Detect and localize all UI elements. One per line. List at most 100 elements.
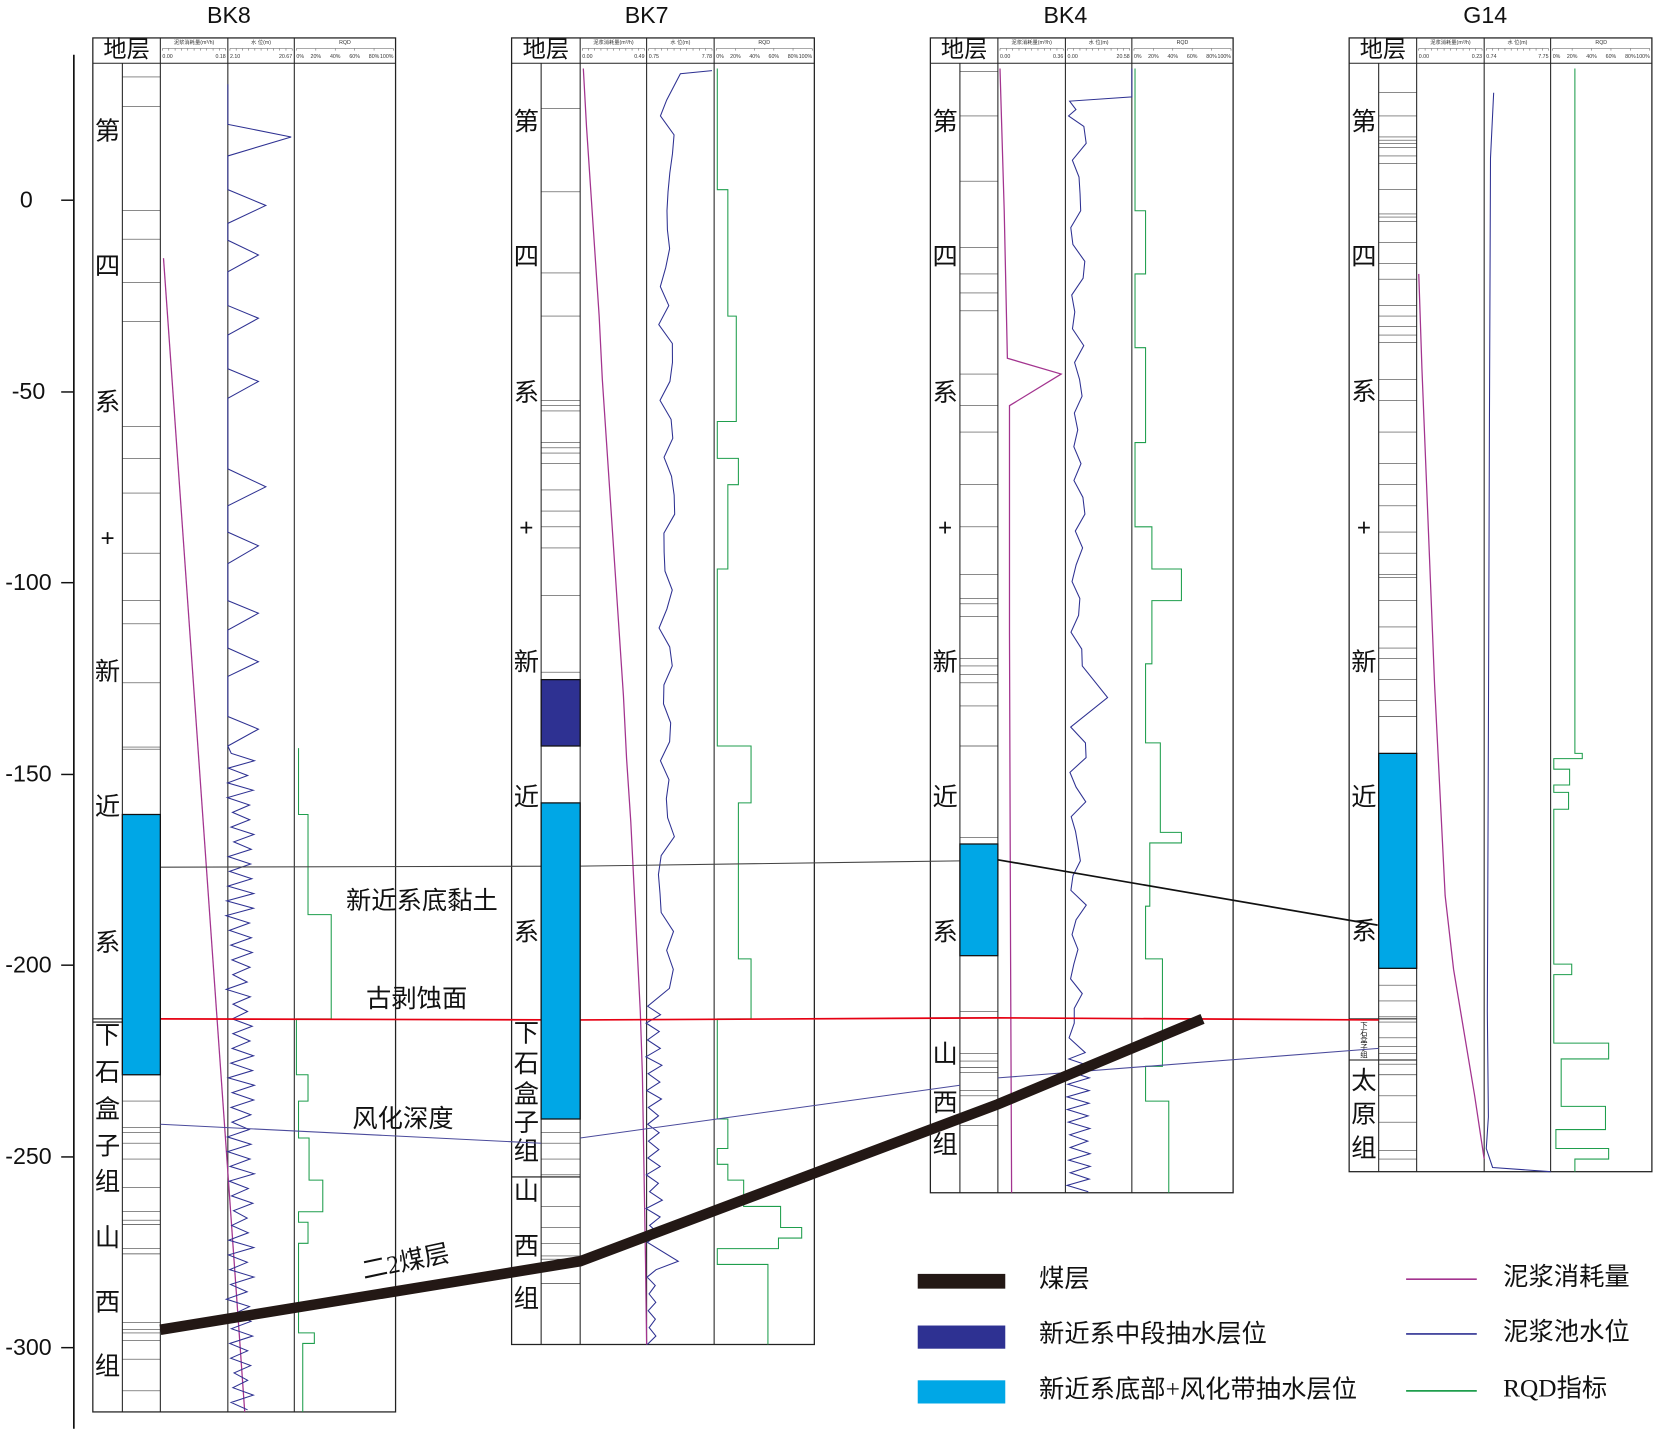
borehole-frame xyxy=(1348,37,1653,1173)
mud-pit-level-curve xyxy=(224,84,292,1411)
strata-char: 山 xyxy=(514,1178,539,1206)
depth-axis-tick-label: -100 xyxy=(5,569,51,595)
rqd-header-label: RQD xyxy=(1595,40,1607,46)
strata-char: 系 xyxy=(1351,378,1376,406)
strata-char: 新 xyxy=(1351,649,1376,677)
strata-char: 四 xyxy=(1351,243,1376,271)
strata-char: 下 xyxy=(1360,1021,1367,1030)
rqd-header-label: RQD xyxy=(1177,40,1189,46)
rqd-header-label: RQD xyxy=(758,40,770,46)
rqd-scale-tick-label: 20% xyxy=(730,54,741,60)
pumping-interval-bottom xyxy=(540,802,581,1120)
water-scale-tick-label: 2.10 xyxy=(230,54,240,60)
strata-char: 系 xyxy=(514,918,539,946)
rqd-curve xyxy=(1134,68,1182,1193)
neogene-base-clay-line xyxy=(997,858,1378,926)
depth-axis-tick-label: -300 xyxy=(5,1334,51,1360)
annotations: 新近系底黏土 古剥蚀面 风化深度 二2煤层 xyxy=(346,887,498,1285)
rqd-scale-tick-label: 100% xyxy=(380,54,394,60)
mud-scale-tick-label: 0.00 xyxy=(162,54,172,60)
rqd-scale-tick-label: 60% xyxy=(1606,54,1617,60)
strata-char: 西 xyxy=(932,1089,957,1117)
borehole-frame xyxy=(92,37,397,1413)
mud-scale-tick-label: 0.36 xyxy=(1053,54,1063,60)
rqd-scale-tick-label: 40% xyxy=(749,54,760,60)
mud-consumption-curve xyxy=(162,258,246,1412)
rqd-scale-tick-label: 80% xyxy=(1625,54,1636,60)
strata-char: 石 xyxy=(1360,1028,1367,1037)
strata-char: 第 xyxy=(932,108,957,136)
coal-seam-label: 二2煤层 xyxy=(359,1239,451,1285)
water-header-label: 水 位(m) xyxy=(251,38,271,46)
rqd-scale-tick-label: 100% xyxy=(799,54,813,60)
weathering-depth-line xyxy=(997,1047,1379,1079)
mud-scale-tick-label: 0.00 xyxy=(582,54,592,60)
mud-pit-level-curve xyxy=(644,70,713,1345)
rqd-curve xyxy=(716,68,803,1345)
strata-char: 近 xyxy=(1351,784,1376,812)
mud-pit-level-curve xyxy=(1485,92,1551,1173)
strata-char: 子 xyxy=(1360,1043,1367,1052)
rqd-curve xyxy=(295,748,332,1412)
legend: 煤层 新近系中段抽水层位 新近系底部+风化带抽水层位 泥浆消耗量 泥浆池水位 R… xyxy=(917,1263,1630,1404)
strata-char: 子 xyxy=(514,1109,539,1137)
paleo-erosion-surface-label: 古剥蚀面 xyxy=(366,985,467,1013)
strata-char: 盒 xyxy=(1360,1036,1368,1045)
mud-consumption-curve xyxy=(1418,273,1485,1160)
rqd-scale-tick-label: 100% xyxy=(1218,54,1232,60)
strata-char: 盒 xyxy=(95,1095,120,1123)
weathering-depth-line xyxy=(160,1123,542,1144)
legend-coal-label: 煤层 xyxy=(1039,1265,1090,1293)
legend-bottom-pumping-swatch xyxy=(917,1380,1006,1404)
strata-char: 山 xyxy=(95,1224,120,1252)
pumping-interval-bottom xyxy=(121,813,161,1076)
pumping-interval-bottom xyxy=(1378,752,1418,969)
coal-seam-line xyxy=(159,1014,1205,1335)
rqd-header-label: RQD xyxy=(339,40,351,46)
strata-char: 系 xyxy=(514,379,539,407)
rqd-scale-tick-label: 0% xyxy=(296,54,304,60)
water-header-label: 水 位(m) xyxy=(1507,38,1527,46)
paleo-erosion-surface-line xyxy=(160,1017,1379,1021)
strata-char: 新 xyxy=(95,658,120,686)
strata-char: 西 xyxy=(514,1232,539,1260)
mud-scale-tick-label: 0.18 xyxy=(215,54,225,60)
mud-header-label: 泥浆消耗量(m³/h) xyxy=(593,38,634,46)
strata-char: 山 xyxy=(932,1041,957,1069)
mud-scale-tick-label: 0.23 xyxy=(1472,54,1482,60)
strata-char: 新 xyxy=(932,649,957,677)
water-scale-tick-label: 20.58 xyxy=(1117,54,1130,60)
rqd-scale-tick-label: 0% xyxy=(1134,54,1142,60)
strata-char: 近 xyxy=(514,784,539,812)
pumping-intervals xyxy=(121,678,1418,1120)
strata-char: 西 xyxy=(95,1288,120,1316)
water-header-label: 水 位(m) xyxy=(1089,38,1109,46)
pumping-interval-bottom xyxy=(959,843,999,957)
rqd-scale-tick-label: 80% xyxy=(1206,54,1217,60)
strata-char: 组 xyxy=(1360,1050,1368,1059)
rqd-scale-tick-label: 80% xyxy=(369,54,380,60)
strata-char: + xyxy=(938,514,952,542)
strata-char: 第 xyxy=(514,108,539,136)
rqd-scale-tick-label: 20% xyxy=(1567,54,1578,60)
strata-char: 原 xyxy=(1351,1101,1376,1129)
correlation-lines xyxy=(159,858,1379,1335)
rqd-scale-tick-label: 20% xyxy=(1148,54,1159,60)
strata-char: + xyxy=(1357,514,1371,542)
mud-header-label: 泥浆消耗量(m³/h) xyxy=(1011,38,1052,46)
strata-char: 系 xyxy=(95,388,120,416)
rqd-scale-tick-label: 40% xyxy=(1168,54,1179,60)
weathering-depth-line xyxy=(580,1084,960,1139)
water-scale-tick-label: 0.74 xyxy=(1486,54,1496,60)
rqd-scale-tick-label: 40% xyxy=(1586,54,1597,60)
depth-axis-tick-label: -200 xyxy=(5,951,51,977)
legend-mid-pumping-swatch xyxy=(917,1325,1006,1349)
strata-char: 近 xyxy=(95,793,120,821)
strata-char: 第 xyxy=(95,118,120,146)
water-scale-tick-label: 20.67 xyxy=(279,54,292,60)
strata-char: 组 xyxy=(95,1168,120,1196)
mud-scale-tick-label: 0.49 xyxy=(634,54,644,60)
